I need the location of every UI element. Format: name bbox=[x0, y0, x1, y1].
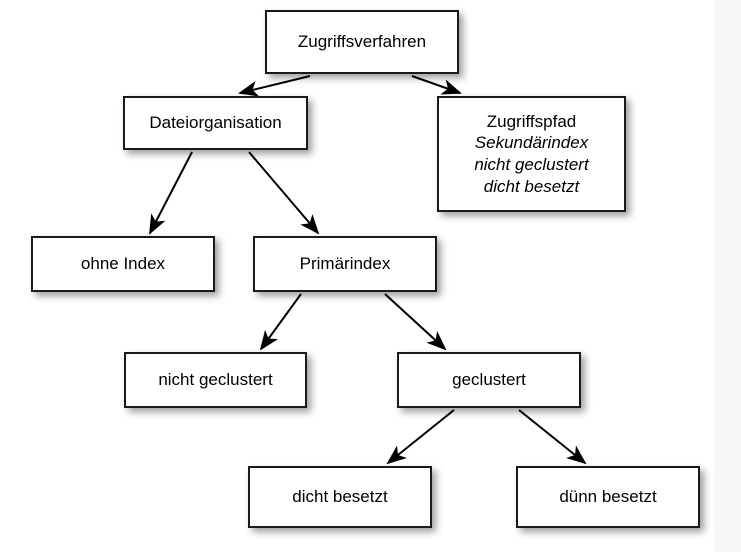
node-ohne-index[interactable]: ohne Index bbox=[31, 236, 215, 292]
node-label-group: dünn besetzt bbox=[518, 486, 698, 508]
node-label-line: Primärindex bbox=[299, 254, 391, 274]
node-label-line: dünn besetzt bbox=[559, 487, 657, 507]
node-label-line: nicht geclustert bbox=[158, 370, 273, 390]
node-label-line: Sekundärindex bbox=[474, 133, 589, 153]
node-label-line: dicht besetzt bbox=[292, 487, 388, 507]
node-nicht-geclustert[interactable]: nicht geclustert bbox=[124, 352, 307, 408]
node-primaerindex[interactable]: Primärindex bbox=[253, 236, 437, 292]
node-dicht-besetzt[interactable]: dicht besetzt bbox=[248, 466, 432, 528]
node-label-line: geclustert bbox=[452, 370, 526, 390]
edge-zugriffsverfahren-to-dateiorganisation bbox=[238, 75, 311, 97]
edge-geclustert-to-duenn-besetzt bbox=[518, 409, 587, 465]
right-background-strip bbox=[714, 0, 741, 552]
node-label-group: geclustert bbox=[399, 369, 579, 391]
edge-geclustert-to-dicht-besetzt bbox=[386, 409, 455, 465]
edge-primaerindex-to-nicht-geclustert bbox=[259, 293, 302, 351]
node-label-group: Zugriffsverfahren bbox=[267, 31, 457, 53]
node-zugriffsverfahren[interactable]: Zugriffsverfahren bbox=[265, 10, 459, 74]
edge-dateiorganisation-to-ohne-index bbox=[149, 151, 193, 235]
node-label-line: Zugriffspfad bbox=[486, 111, 577, 131]
node-label-group: dicht besetzt bbox=[250, 486, 430, 508]
node-label-group: ohne Index bbox=[33, 253, 213, 275]
node-label-group: nicht geclustert bbox=[126, 369, 305, 391]
node-label-line: dicht besetzt bbox=[483, 176, 580, 196]
node-duenn-besetzt[interactable]: dünn besetzt bbox=[516, 466, 700, 528]
node-label-line: ohne Index bbox=[80, 254, 166, 274]
edge-zugriffsverfahren-to-zugriffspfad bbox=[411, 75, 462, 95]
edge-dateiorganisation-to-primaerindex bbox=[248, 151, 320, 235]
node-geclustert[interactable]: geclustert bbox=[397, 352, 581, 408]
node-label-group: Dateiorganisation bbox=[125, 112, 306, 134]
edge-primaerindex-to-geclustert bbox=[384, 293, 447, 351]
node-label-group: Primärindex bbox=[255, 253, 435, 275]
node-label-line: Dateiorganisation bbox=[149, 113, 282, 133]
node-dateiorganisation[interactable]: Dateiorganisation bbox=[123, 96, 308, 150]
node-label-line: Zugriffsverfahren bbox=[297, 32, 427, 52]
node-label-line: nicht geclustert bbox=[474, 155, 589, 174]
